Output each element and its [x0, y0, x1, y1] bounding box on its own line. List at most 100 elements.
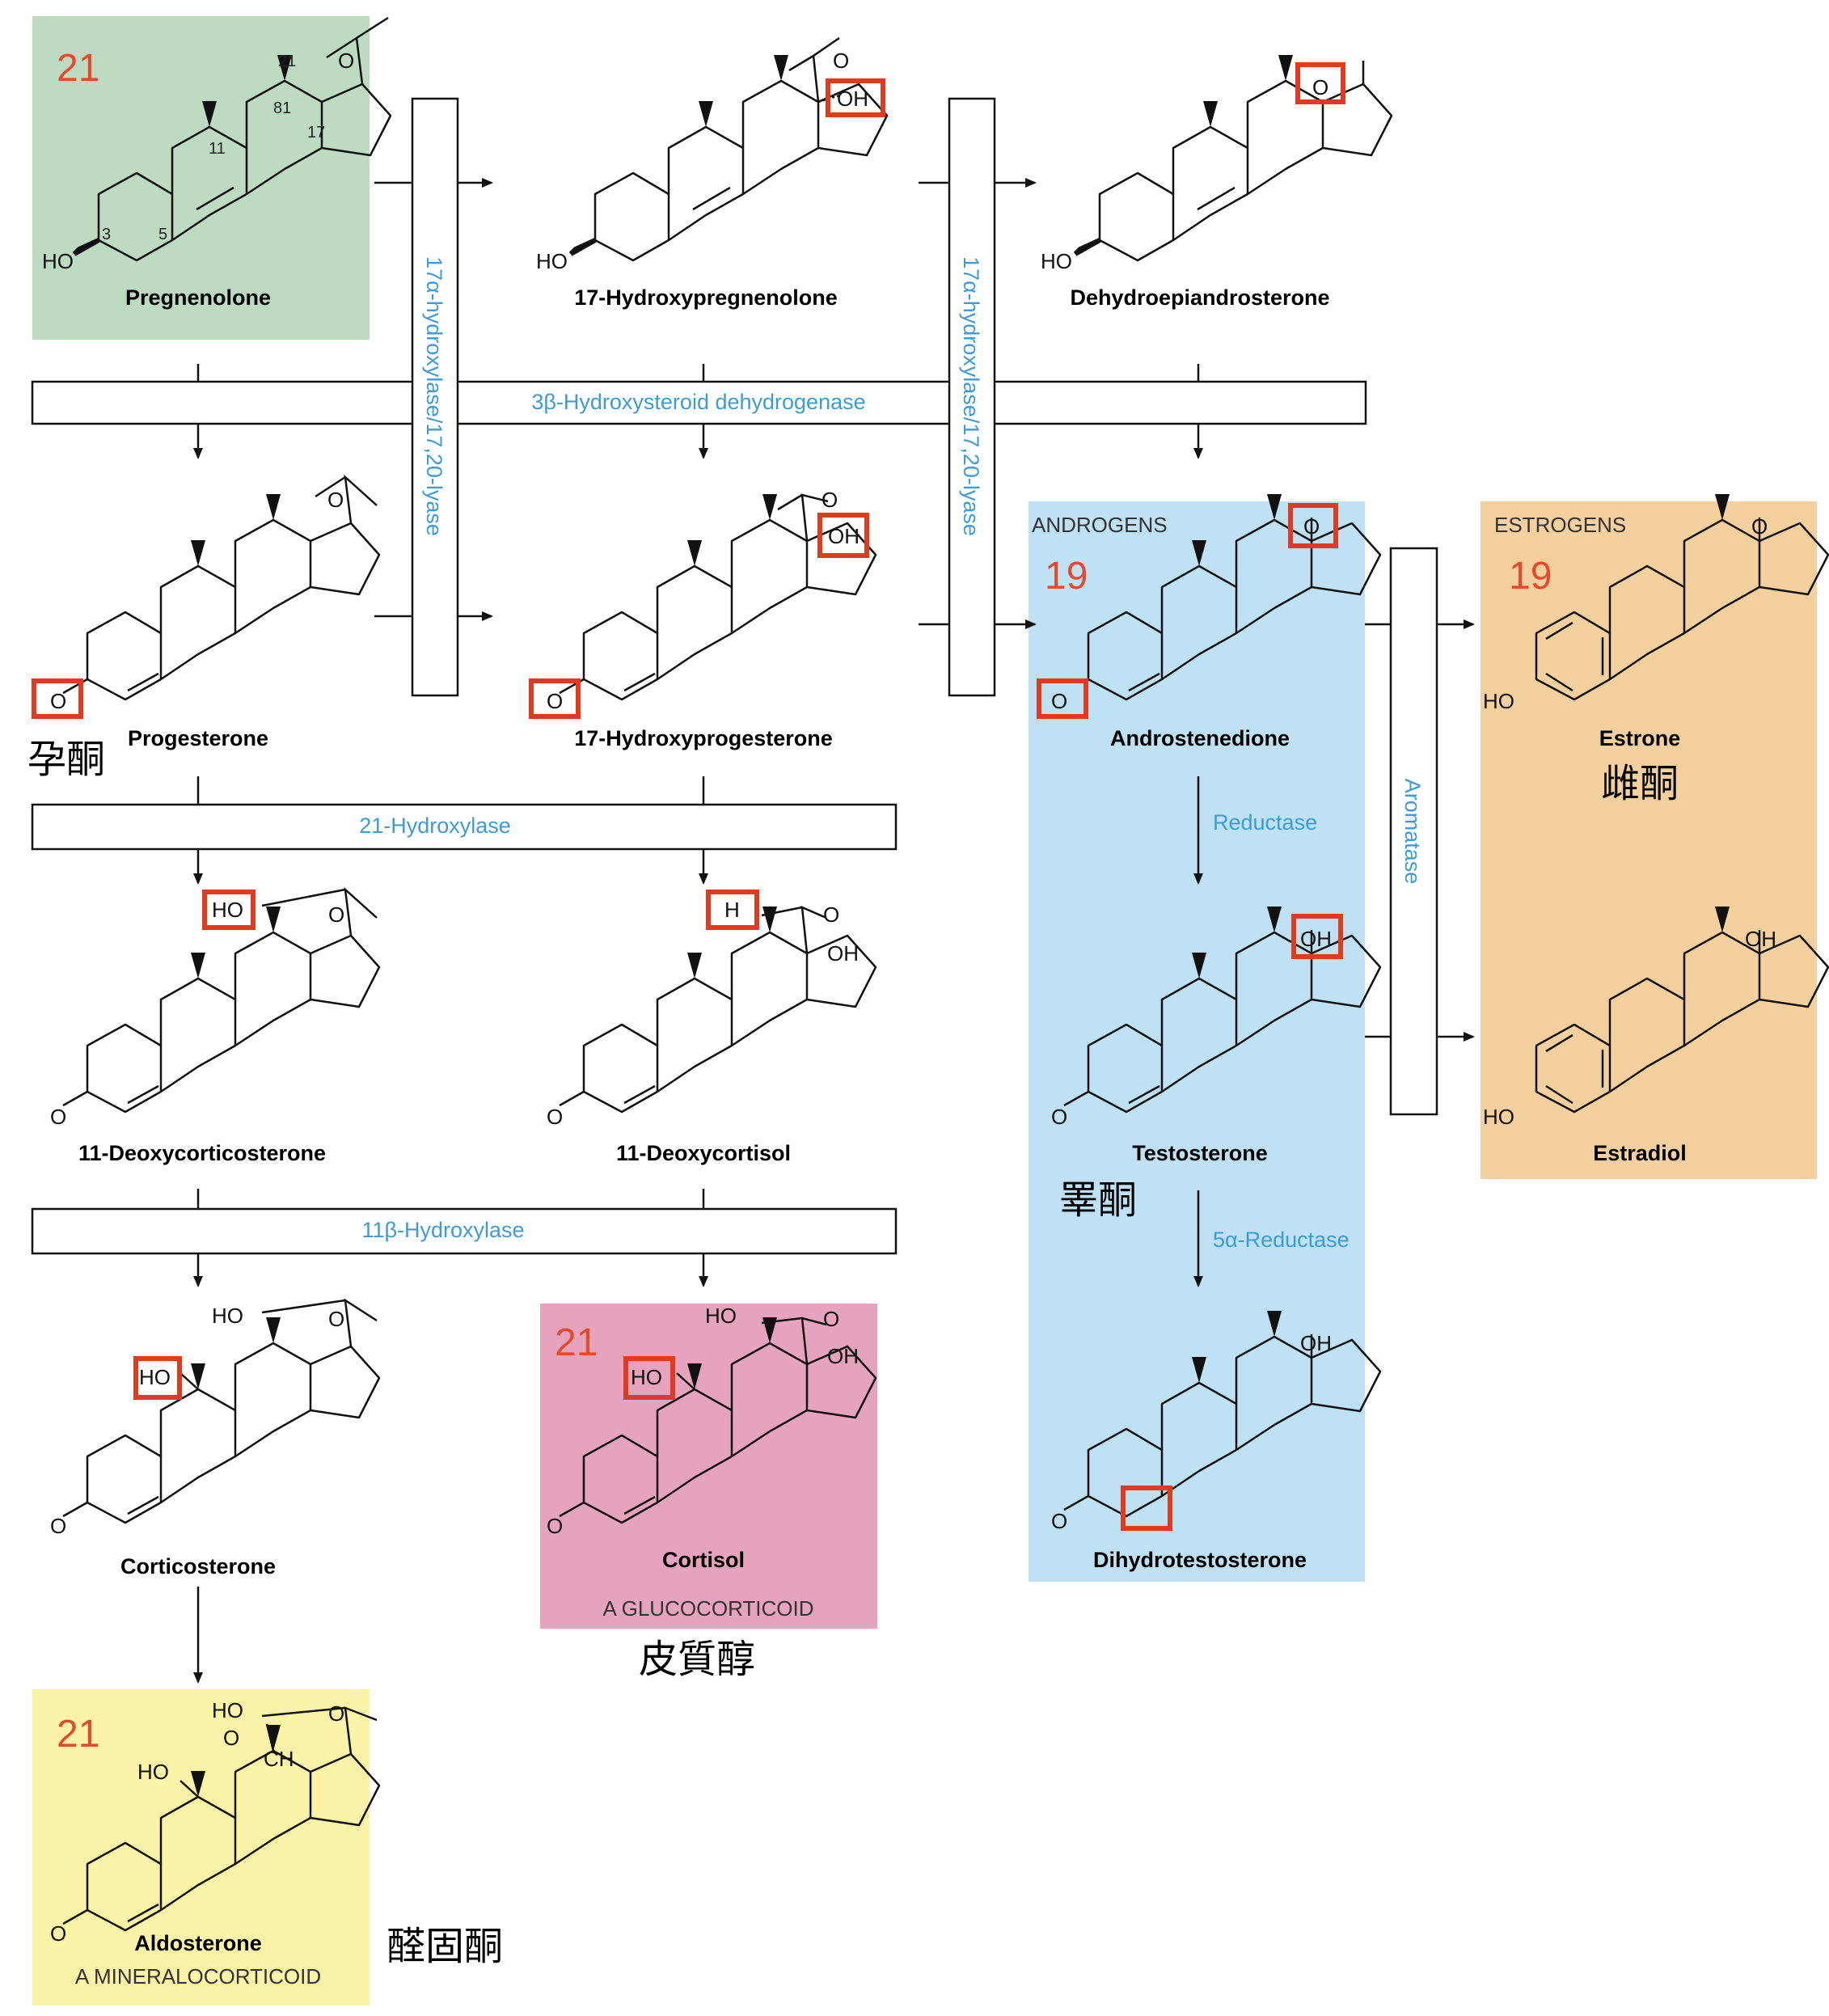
dht-structure: [1063, 1311, 1382, 1518]
atom-o: O: [223, 1726, 239, 1750]
aldosterone-chinese: 醛固酮: [386, 1925, 503, 1968]
atom-o: O: [328, 902, 344, 927]
testosterone-chinese: 睪酮: [1059, 1179, 1137, 1222]
deoxycorticosterone-name: 11-Deoxycorticosterone: [78, 1141, 326, 1165]
atom-oh: OH: [828, 524, 860, 548]
atom-ho: HO: [536, 249, 568, 273]
atom-ch: CH: [264, 1747, 294, 1771]
atom-oh: OH: [1300, 1331, 1332, 1355]
atom-oh: OH: [1300, 927, 1332, 951]
lyase-label-right: 17α-hydroxylase/17,20-lyase: [959, 256, 983, 536]
aldosterone-name: Aldosterone: [134, 1931, 262, 1955]
atom-ho: HO: [137, 1760, 169, 1784]
carbon-count-cortisol: 21: [555, 1321, 598, 1364]
atom-oh: OH: [1745, 927, 1776, 951]
c5-number: 5: [158, 226, 167, 243]
estrone-chinese: 雌酮: [1601, 763, 1679, 805]
hydroxypregnenolone-name: 17-Hydroxypregnenolone: [574, 285, 838, 310]
lyase-bar-left: [411, 97, 459, 697]
aldosterone-structure: [62, 1706, 381, 1932]
atom-o: O: [50, 1514, 66, 1538]
deoxycortisol-structure: [559, 906, 877, 1114]
atom-o: O: [1051, 689, 1067, 713]
atom-ho: HO: [42, 249, 74, 273]
testosterone-structure: [1063, 907, 1382, 1114]
atom-o: O: [1051, 1509, 1067, 1533]
atom-o: O: [1051, 1105, 1067, 1129]
androstenedione-name: Androstenedione: [1110, 726, 1290, 750]
hydroxylase11b-label: 11β-Hydroxylase: [361, 1218, 524, 1242]
atom-o: O: [327, 488, 344, 512]
atom-ho: HO: [631, 1365, 662, 1389]
mineralocorticoid-label: A MINERALOCORTICOID: [75, 1964, 321, 1989]
atom-o: O: [338, 49, 354, 73]
aromatase-label: Aromatase: [1400, 779, 1425, 885]
atom-o: O: [50, 689, 66, 713]
corticosterone-structure: [62, 1298, 381, 1524]
highlight-boxes: [32, 62, 1345, 1531]
atom-ho: HO: [212, 1698, 243, 1722]
hsd3b-bar: [31, 380, 1367, 425]
hydroxylase11b-bar: [31, 1207, 898, 1255]
atom-h: H: [724, 898, 740, 922]
glucocorticoid-label: A GLUCOCORTICOID: [602, 1596, 813, 1621]
reductase-label: Reductase: [1213, 810, 1317, 835]
c18-number: 81: [273, 99, 291, 117]
hydroxyprogesterone-name: 17-Hydroxyprogesterone: [574, 726, 833, 750]
atom-ho: HO: [212, 898, 243, 922]
lyase-bar-right: [948, 97, 996, 697]
androstenedione-structure: [1087, 494, 1382, 701]
corticosterone-name: Corticosterone: [120, 1554, 276, 1579]
pregnenolone-structure: [72, 16, 392, 262]
cortisol-name: Cortisol: [662, 1548, 745, 1572]
estrogens-box: [1481, 501, 1817, 1179]
atom-oh: OH: [827, 1344, 859, 1368]
progesterone-name: Progesterone: [128, 726, 268, 750]
atom-o: O: [50, 1105, 66, 1129]
c11-number: 11: [209, 140, 226, 158]
hsd3b-label: 3β-Hydroxysteroid dehydrogenase: [531, 390, 865, 414]
atom-o: O: [1751, 514, 1768, 539]
deoxycortisol-name: 11-Deoxycortisol: [616, 1141, 791, 1165]
atom-o: O: [822, 488, 838, 512]
carbon-count-androgens: 19: [1045, 555, 1088, 598]
reductase5a-label: 5α-Reductase: [1213, 1228, 1350, 1252]
atom-o: O: [547, 689, 563, 713]
mineralocorticoid-box: [32, 1689, 370, 2005]
androgens-box: [1029, 501, 1365, 1582]
estrone-structure: [1535, 494, 1829, 701]
estrone-name: Estrone: [1599, 726, 1681, 750]
cortisol-chinese: 皮質醇: [639, 1638, 755, 1681]
pathway-arrows: [193, 178, 1475, 1684]
estradiol-structure: [1535, 907, 1829, 1114]
atom-o: O: [547, 1514, 563, 1538]
atom-o: O: [823, 902, 839, 927]
hydroxypregnenolone-structure: [568, 36, 889, 262]
hydroxylase21-label: 21-Hydroxylase: [359, 814, 511, 838]
c21-highlight-box: [32, 16, 370, 340]
progesterone-chinese: 孕酮: [27, 738, 105, 781]
c3-number: 3: [102, 226, 111, 243]
deoxycorticosterone-structure: [62, 886, 381, 1114]
carbon-count-pregnenolone: 21: [57, 47, 99, 90]
atom-ho: HO: [705, 1304, 737, 1328]
atom-ho: HO: [1483, 689, 1514, 713]
atom-o: O: [1312, 75, 1328, 99]
pregnenolone-name: Pregnenolone: [125, 285, 271, 310]
c21-number: 21: [278, 53, 296, 70]
dht-name: Dihydrotestosterone: [1093, 1548, 1307, 1572]
c17-number: 17: [307, 124, 325, 142]
atom-o: O: [547, 1105, 563, 1129]
atom-o: O: [823, 1307, 839, 1331]
dhea-structure: [1073, 55, 1393, 262]
dhea-name: Dehydroepiandrosterone: [1070, 285, 1329, 310]
atom-ho: HO: [1483, 1105, 1514, 1129]
atom-oh: OH: [837, 87, 868, 111]
atom-o: O: [833, 49, 849, 73]
atom-o: O: [1303, 514, 1320, 539]
atom-ho: HO: [212, 1304, 243, 1328]
aromatase-bar: [1389, 547, 1438, 1116]
cortisol-structure: [559, 1317, 877, 1524]
atom-ho: HO: [139, 1365, 171, 1389]
